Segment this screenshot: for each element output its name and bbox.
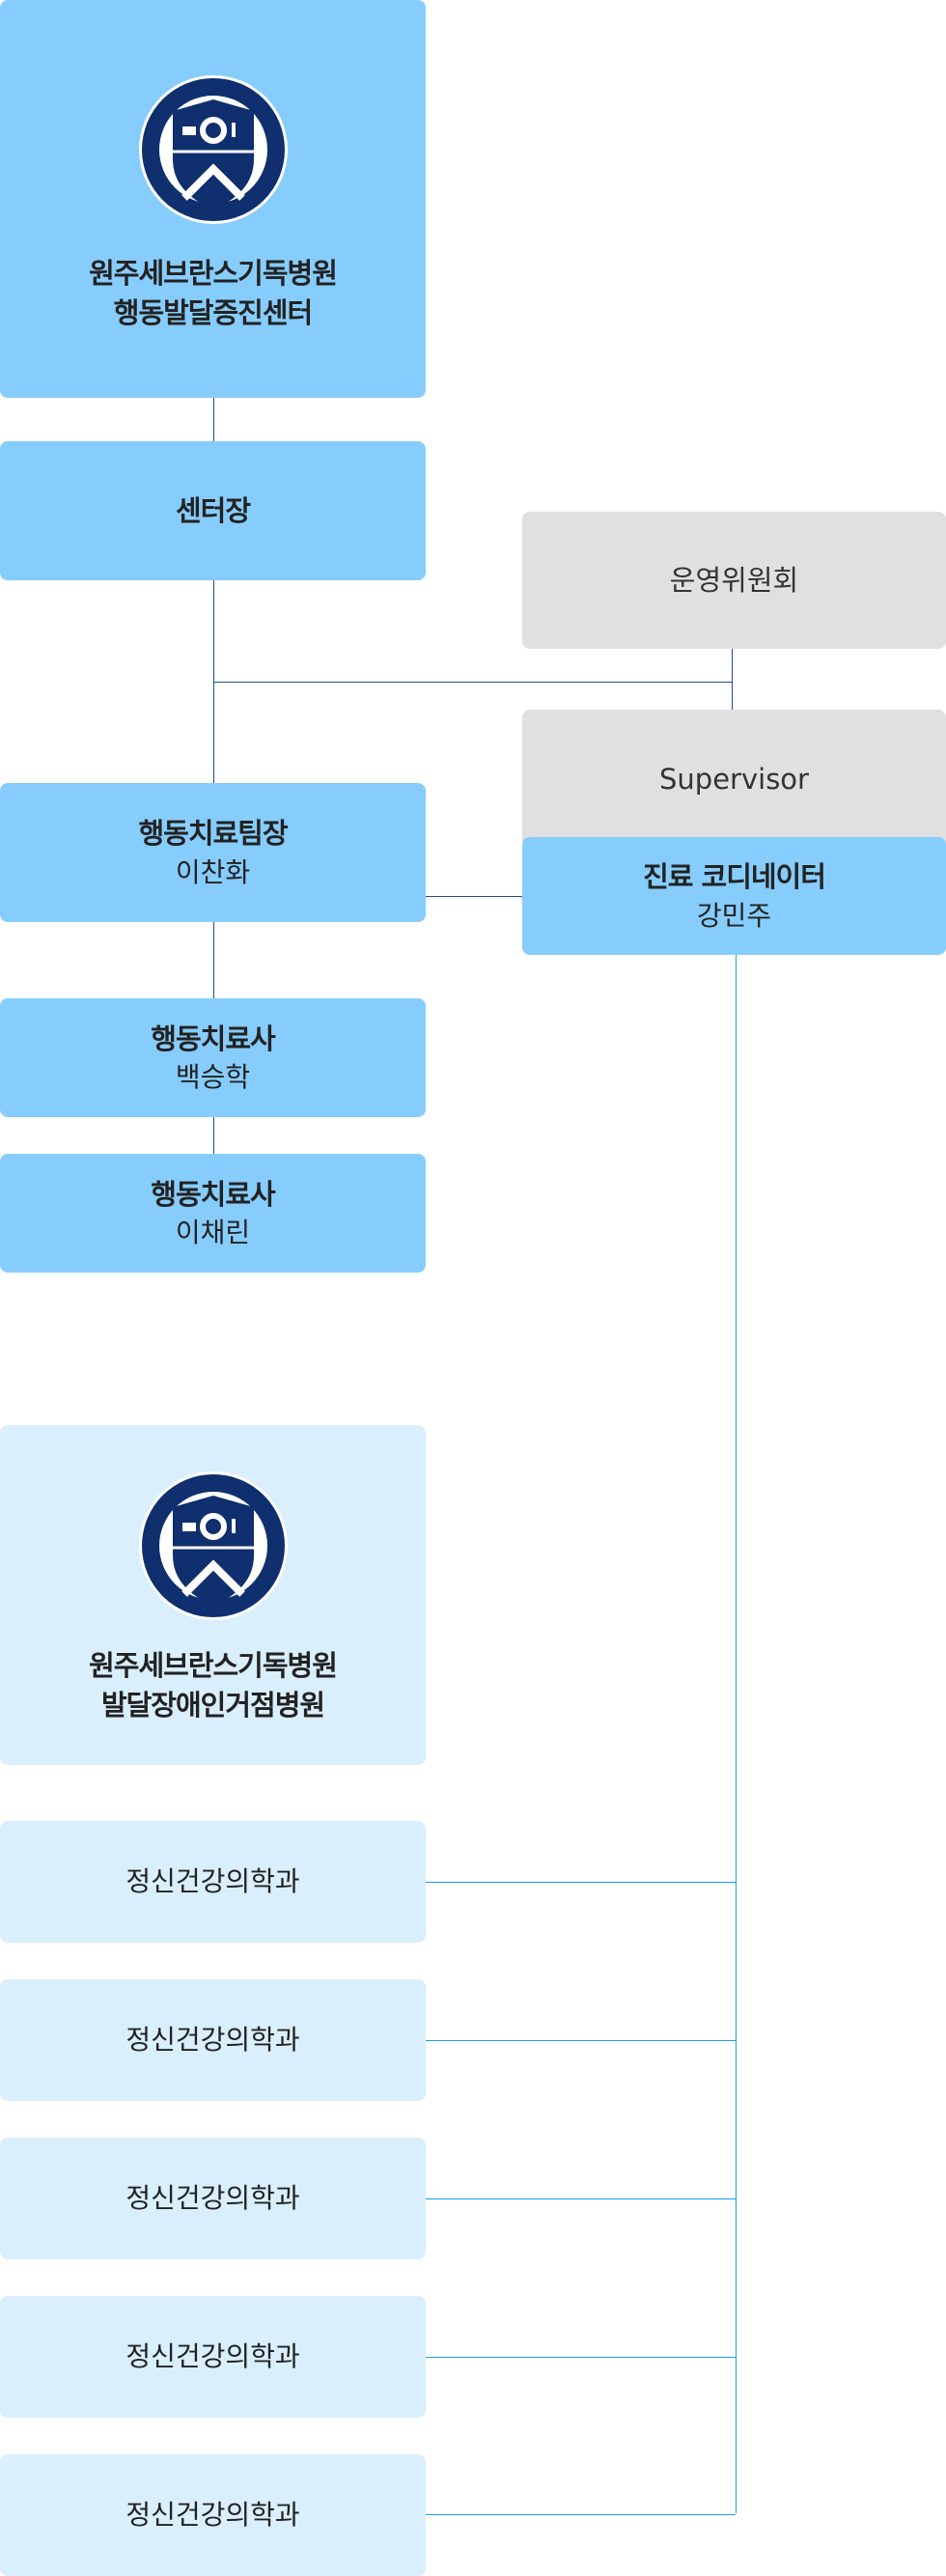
department-name: 정신건강의학과 — [125, 2499, 300, 2532]
director-title: 센터장 — [175, 493, 251, 527]
yonsei-logo-icon — [138, 1471, 288, 1621]
connector-line — [426, 2198, 736, 2199]
department-box: 정신건강의학과 — [0, 2454, 426, 2576]
therapist-title: 행동치료사 — [151, 1177, 275, 1211]
supervisor-title: Supervisor — [659, 762, 809, 796]
department-name: 정신건강의학과 — [125, 1865, 300, 1898]
therapist-box: 행동치료사 백승학 — [0, 998, 426, 1117]
department-name: 정신건강의학과 — [125, 2182, 300, 2215]
therapist-title: 행동치료사 — [151, 1022, 275, 1055]
therapist-name: 이채린 — [175, 1217, 251, 1249]
therapist-name: 백승학 — [175, 1061, 251, 1094]
coordinator-box: 진료 코디네이터 강민주 — [522, 837, 946, 955]
director-box: 센터장 — [0, 441, 426, 580]
team-lead-name: 이찬화 — [175, 855, 251, 888]
top-org-box: 원주세브란스기독병원 행동발달증진센터 — [0, 0, 426, 398]
team-lead-title: 행동치료팀장 — [138, 817, 288, 851]
connector-line — [736, 955, 737, 2513]
connector-line — [213, 682, 732, 683]
committee-box: 운영위원회 — [522, 512, 946, 649]
connector-line — [732, 649, 733, 710]
department-box: 정신건강의학과 — [0, 1979, 426, 2101]
department-box: 정신건강의학과 — [0, 2138, 426, 2259]
department-name: 정신건강의학과 — [125, 2340, 300, 2373]
department-box: 정신건강의학과 — [0, 2296, 426, 2418]
supervisor-box: Supervisor — [522, 710, 946, 849]
department-name: 정신건강의학과 — [125, 2024, 300, 2057]
org-name-line2: 행동발달증진센터 — [113, 296, 313, 329]
connector-line — [426, 1882, 736, 1883]
partner-name-line2: 발달장애인거점병원 — [100, 1689, 325, 1722]
connector-line — [426, 2040, 736, 2041]
therapist-box: 행동치료사 이채린 — [0, 1154, 426, 1273]
committee-title: 운영위원회 — [669, 563, 799, 597]
coordinator-name: 강민주 — [696, 899, 772, 932]
connector-line — [426, 2514, 736, 2515]
org-name-line1: 원주세브란스기독병원 — [89, 257, 338, 291]
team-lead-box: 행동치료팀장 이찬화 — [0, 783, 426, 922]
department-box: 정신건강의학과 — [0, 1821, 426, 1943]
yonsei-logo-icon — [138, 75, 288, 225]
partner-name-line1: 원주세브란스기독병원 — [89, 1649, 338, 1683]
partner-org-box: 원주세브란스기독병원 발달장애인거점병원 — [0, 1425, 426, 1765]
connector-line — [426, 2357, 736, 2358]
coordinator-title: 진료 코디네이터 — [643, 860, 826, 894]
